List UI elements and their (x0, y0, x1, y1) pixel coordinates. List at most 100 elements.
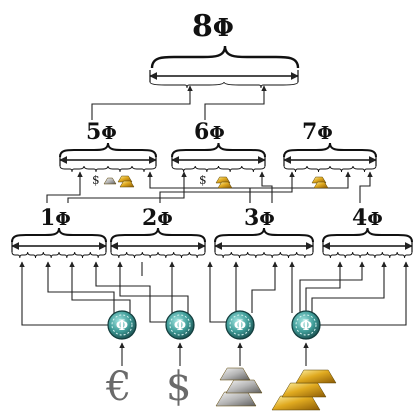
silver-bar-large-2 (225, 379, 263, 394)
silver-bar-large-1 (215, 391, 257, 407)
node-3-range-ticks (214, 251, 314, 259)
link-1-to-5 (46, 171, 83, 203)
link-coin4-to-4c (311, 261, 387, 312)
coin-1-disc (107, 310, 137, 340)
node-1-brace (11, 227, 107, 243)
mini-gold-n7-2-shape (313, 181, 329, 189)
node-1-range-ticks (11, 251, 107, 259)
mini-gold-n7-2 (313, 181, 329, 189)
gold-bar-large-2-shape (281, 382, 327, 398)
node-2-brace (110, 227, 206, 243)
link-3-to-5 (147, 171, 251, 203)
dollar-symbol: $ (166, 364, 192, 410)
connector-lines-layer (19, 85, 409, 366)
node-7-label: 7Φ (302, 121, 333, 143)
node-2-number: 2 (142, 205, 158, 231)
silver-bar-large-3 (219, 367, 251, 381)
node-5-range-ticks (59, 165, 157, 173)
phi-symbol: Φ (259, 209, 275, 230)
coin-3-ring (229, 314, 251, 336)
gold-bar-large-3 (295, 369, 337, 384)
gold-bar-large-1 (271, 395, 321, 411)
node-8-brace (150, 45, 300, 69)
range-bars-layer (11, 70, 413, 259)
node-8-number: 8 (192, 9, 213, 44)
coin-2: Φ (165, 310, 195, 340)
coin-1-phi-icon: Φ (116, 318, 128, 334)
link-4-to-7 (359, 171, 373, 203)
coin-4-phi-icon: Φ (300, 318, 312, 334)
node-4-range-ticks (322, 251, 413, 259)
coin-3: Φ (225, 310, 255, 340)
node-5-number: 5 (86, 119, 102, 145)
phi-symbol: Φ (157, 209, 173, 230)
coin-2-disc (165, 310, 195, 340)
node-6-brace (171, 142, 266, 158)
phi-symbol: Φ (101, 123, 117, 144)
coin-1-ring (111, 314, 133, 336)
coin-2-ring (169, 314, 191, 336)
gold-bar-large-1-shape (271, 395, 321, 411)
node-6-range-ticks (171, 165, 266, 173)
node-1-label: 1Φ (40, 207, 71, 229)
mini-dollar-n5: $ (92, 173, 100, 187)
node-2-range-ticks (110, 251, 206, 259)
mini-silver-n5-shape (103, 177, 117, 185)
link-coin2-to-1 (93, 261, 166, 323)
node-1-number: 1 (40, 205, 56, 231)
phi-symbol: Φ (55, 209, 71, 230)
link-1-to-6 (67, 171, 187, 203)
link-coin4-to-4b (320, 261, 409, 326)
link-6-to-8 (204, 85, 267, 120)
mini-gold-n6-2-shape (217, 181, 233, 189)
link-coin3-to-3b (251, 261, 278, 313)
link-coin4-to-4 (305, 261, 343, 311)
mini-gold-n5-2 (119, 180, 135, 188)
silver-bar-large-1-shape (215, 391, 257, 407)
silver-bar-large-2-shape (225, 379, 263, 394)
phi-symbol: Φ (317, 123, 333, 144)
gold-bar-large-2 (281, 382, 327, 398)
phi-symbol: Φ (212, 13, 234, 42)
gold-bar-large-3-shape (295, 369, 337, 384)
link-coin2-to-2b (117, 261, 189, 313)
node-3-label: 3Φ (244, 207, 275, 229)
node-5-label: 5Φ (86, 121, 117, 143)
coin-1: Φ (107, 310, 137, 340)
node-4-label: 4Φ (352, 207, 383, 229)
node-7-brace (283, 142, 377, 158)
assets-layer (103, 175, 337, 411)
coin-4-ring (295, 314, 317, 336)
mini-silver-n5 (103, 177, 117, 185)
node-3-number: 3 (244, 205, 260, 231)
link-3-to-6 (259, 171, 273, 203)
phi-symbol: Φ (367, 209, 383, 230)
link-coin3-to-2 (207, 261, 226, 323)
coin-4-disc (291, 310, 321, 340)
node-8-range-ticks (149, 81, 299, 89)
node-6-label: 6Φ (194, 121, 225, 143)
mini-gold-n6-2 (217, 181, 233, 189)
coin-4: Φ (291, 310, 321, 340)
link-coin1-to-1b (45, 261, 115, 313)
node-3-brace (214, 227, 314, 243)
link-3-to-7 (249, 171, 351, 203)
link-coin4-to-4d (299, 261, 365, 312)
mini-dollar-n6: $ (199, 173, 207, 187)
link-coin1-to-1c (69, 261, 131, 313)
coin-3-disc (225, 310, 255, 340)
node-6-number: 6 (194, 119, 210, 145)
coin-2-phi-icon: Φ (174, 318, 186, 334)
euro-symbol: € (106, 364, 132, 410)
link-5-to-8 (91, 85, 193, 120)
node-5-brace (59, 142, 157, 158)
node-7-range-ticks (283, 165, 377, 173)
silver-bar-large-3-shape (219, 367, 251, 381)
node-7-number: 7 (302, 119, 318, 145)
phi-symbol: Φ (209, 123, 225, 144)
node-4-number: 4 (352, 205, 368, 231)
node-4-brace (322, 227, 413, 243)
link-2-to-7 (159, 171, 295, 203)
